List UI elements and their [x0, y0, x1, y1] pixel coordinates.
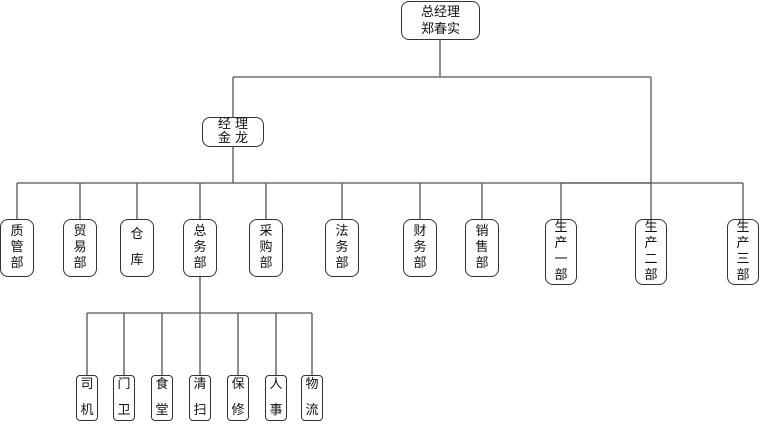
department-node[interactable]: 采购部: [249, 219, 283, 277]
unit-node[interactable]: 保修: [227, 375, 249, 421]
unit-node[interactable]: 物流: [301, 375, 323, 421]
department-node-label: 法务部: [335, 224, 349, 271]
unit-node-label: 门卫: [117, 377, 131, 418]
unit-node-label: 司机: [80, 377, 94, 418]
department-node[interactable]: 法务部: [325, 219, 359, 277]
unit-node[interactable]: 食堂: [151, 375, 173, 421]
department-node-label: 贸易部: [73, 224, 87, 271]
department-node[interactable]: 贸易部: [63, 219, 97, 277]
unit-node[interactable]: 人事: [265, 375, 287, 421]
department-node-label: 仓库: [130, 227, 144, 268]
department-node[interactable]: 质管部: [0, 219, 34, 277]
unit-node[interactable]: 司机: [76, 375, 98, 421]
ceo-name: 郑春实: [420, 21, 460, 37]
production-node-label: 生产三部: [736, 220, 750, 283]
production-node[interactable]: 生产一部: [545, 219, 577, 285]
production-node[interactable]: 生产三部: [727, 219, 759, 285]
unit-node[interactable]: 清扫: [189, 375, 211, 421]
unit-node[interactable]: 门卫: [113, 375, 135, 421]
department-node[interactable]: 财务部: [403, 219, 437, 277]
unit-node-label: 食堂: [155, 377, 169, 418]
production-node[interactable]: 生产二部: [635, 219, 667, 285]
department-node-label: 财务部: [413, 224, 427, 271]
production-node-label: 生产一部: [554, 220, 568, 283]
manager-name: 金 龙: [217, 131, 249, 146]
department-node-label: 质管部: [10, 224, 24, 271]
department-node-label: 采购部: [259, 224, 273, 271]
department-node-label: 销售部: [475, 224, 489, 271]
unit-node-label: 清扫: [193, 377, 207, 418]
unit-node-label: 物流: [305, 377, 319, 418]
manager-title: 经 理: [217, 117, 249, 132]
department-node[interactable]: 销售部: [465, 219, 499, 277]
unit-node-label: 人事: [269, 377, 283, 418]
unit-node-label: 保修: [231, 377, 245, 418]
department-node[interactable]: 仓库: [120, 219, 154, 277]
ceo-node[interactable]: 总经理 郑春实: [401, 1, 480, 40]
department-node[interactable]: 总务部: [183, 219, 217, 277]
manager-node[interactable]: 经 理 金 龙: [202, 117, 264, 147]
department-node-label: 总务部: [193, 224, 207, 271]
ceo-title: 总经理: [420, 4, 460, 20]
production-node-label: 生产二部: [644, 220, 658, 283]
